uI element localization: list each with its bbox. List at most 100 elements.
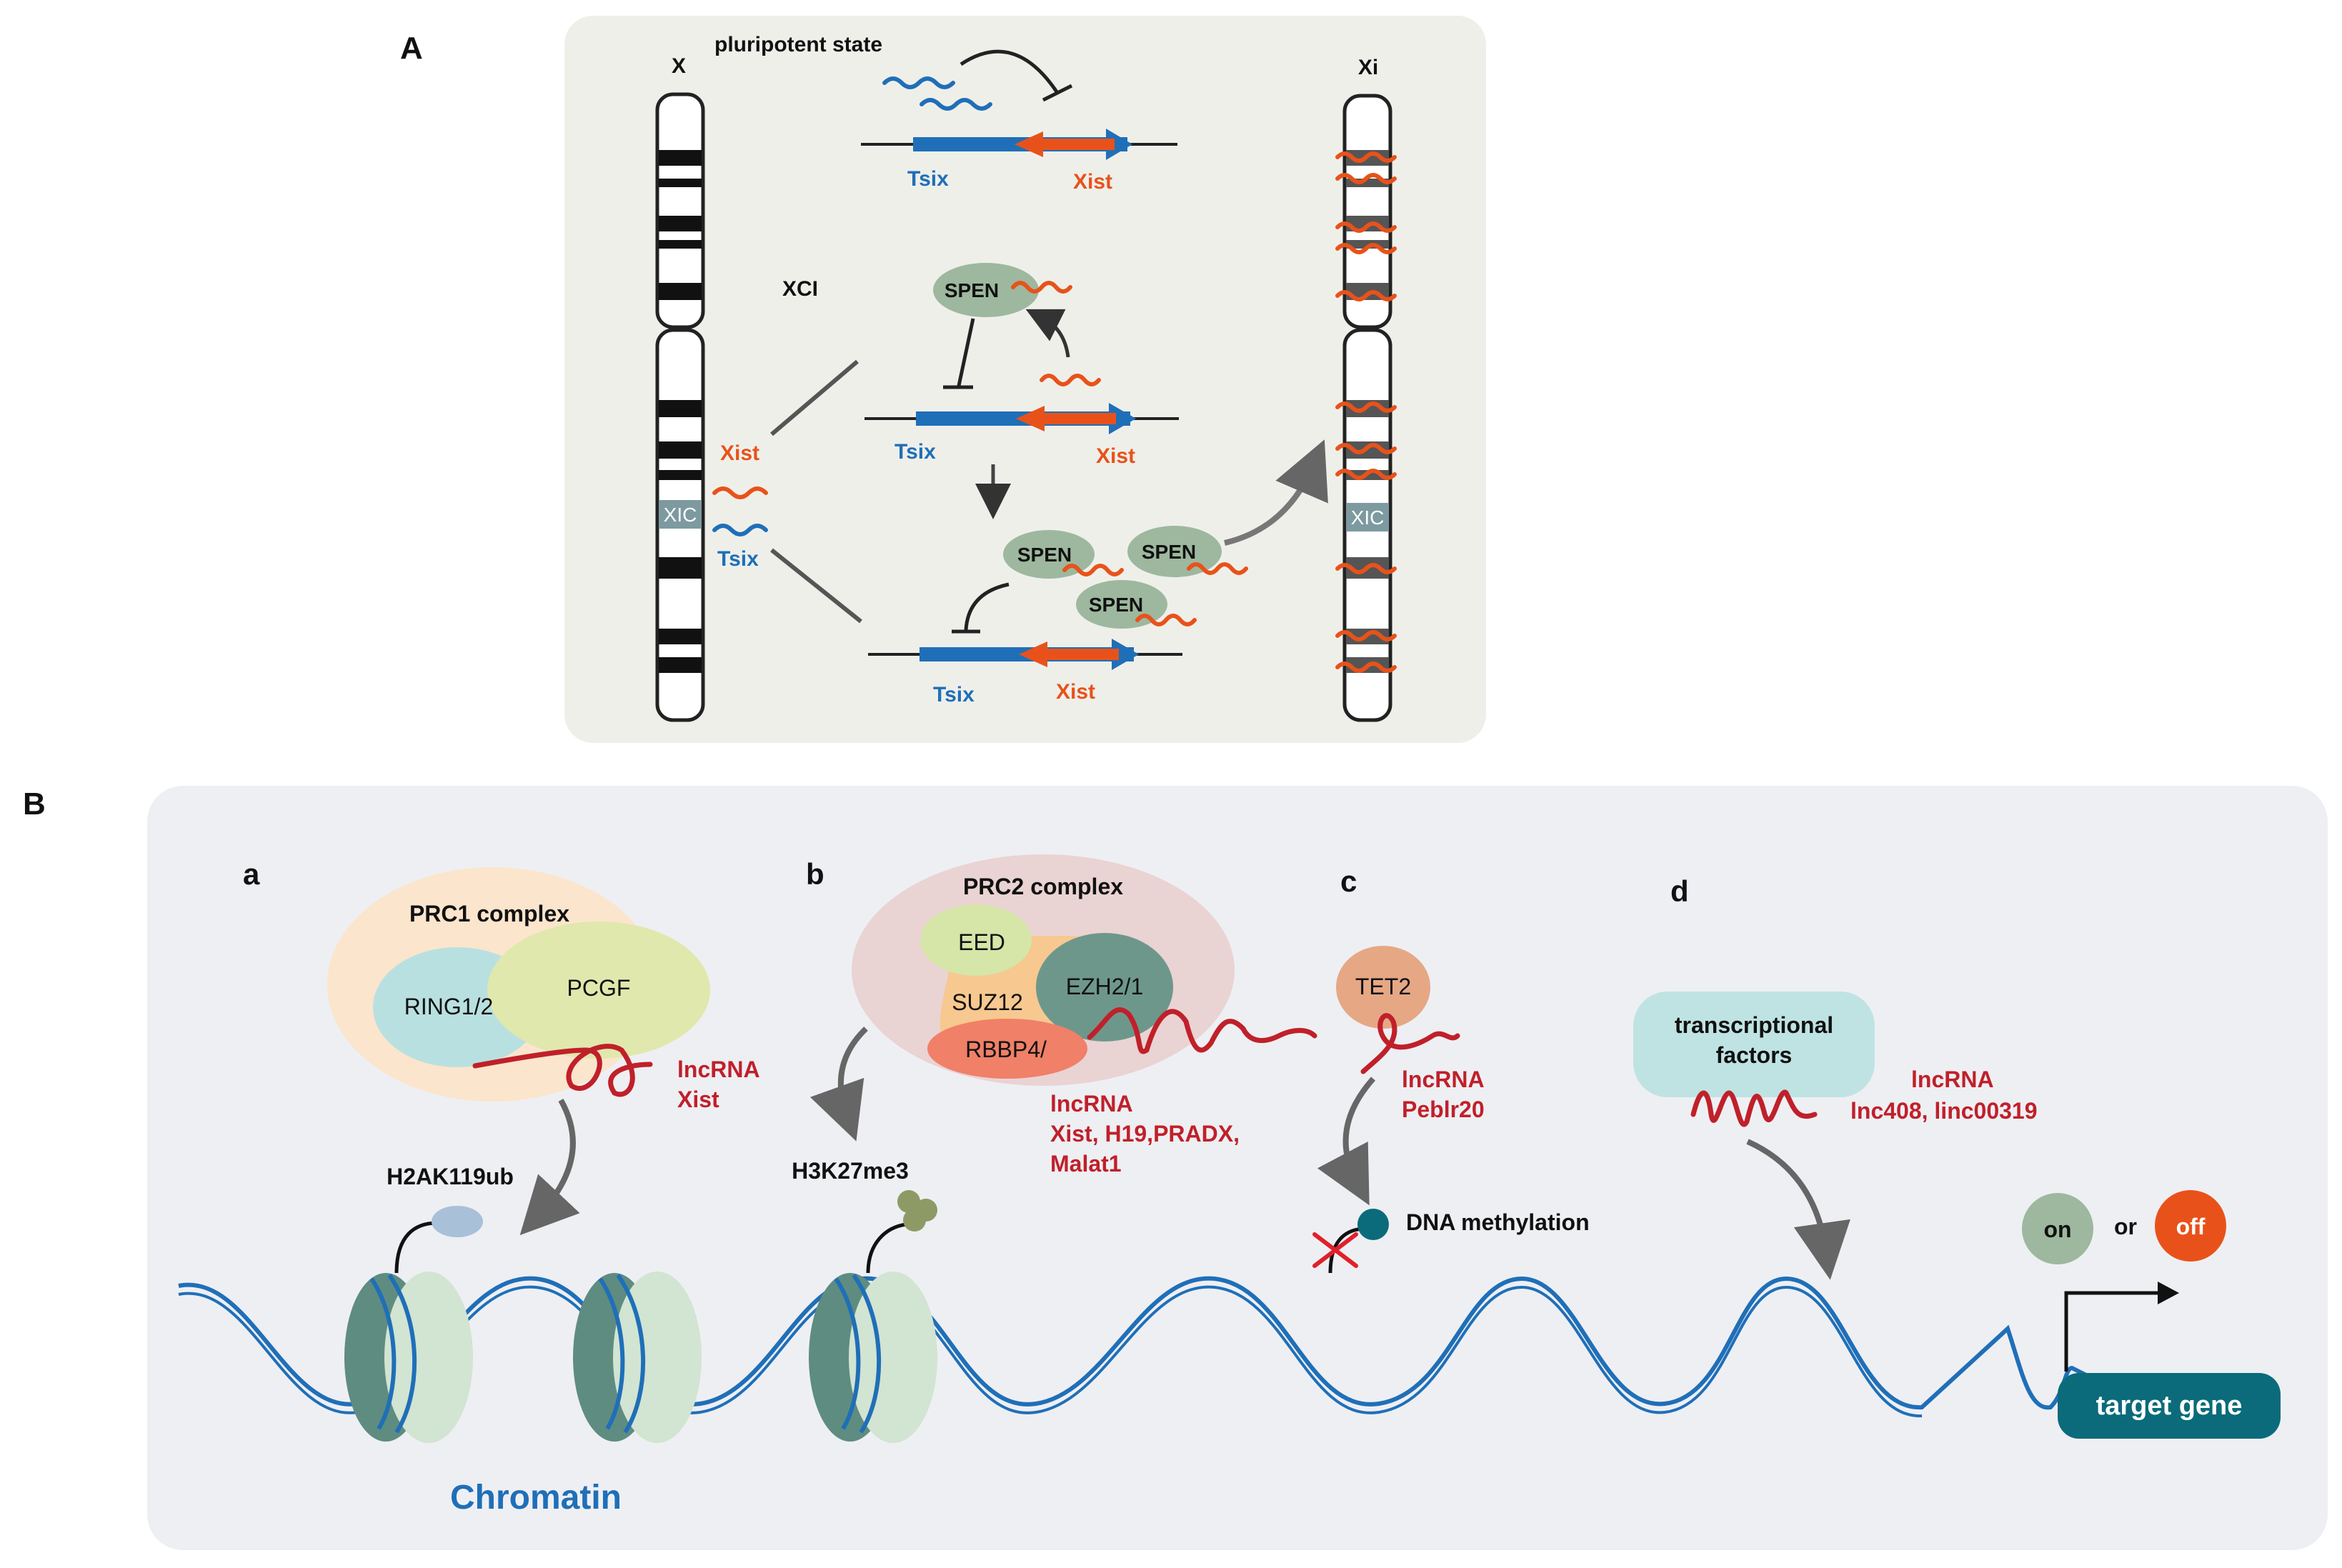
tf-lncrna-label-2: lnc408, linc00319 [1850,1098,2038,1124]
target-gene-box [2058,1373,2281,1439]
tsix-arrowhead-2 [1109,403,1136,434]
tsix-label-2: Tsix [895,440,936,464]
prc1-lncrna-label-1: lncRNA [677,1057,760,1082]
spen-label-1: SPEN [945,279,999,301]
panel-b: B Chromatin [23,786,2328,1550]
spen-inhibit-line [957,318,975,386]
h2ak119ub-label: H2AK119ub [387,1164,514,1189]
prc1-lncrna [472,1044,653,1097]
spen-bound-xist-1 [1011,281,1072,294]
prc2-lncrna-label-3: Malat1 [1050,1151,1122,1177]
inhibition-bar-1 [1042,84,1073,102]
panel-a-background [564,16,1486,743]
h2ak119ub-tail [394,1221,438,1274]
prc1-lncrna-label-2: Xist [677,1087,719,1112]
dna-methylation-mark [1357,1209,1389,1240]
tet2-label: TET2 [1355,974,1411,999]
subpanel-b: b PRC2 complex EED SUZ12 EZH2/1 RBBP4/ l… [792,854,1317,1274]
eed-shape [920,904,1032,976]
tsix-label-3: Tsix [933,683,975,706]
transcription-factors-label-2: factors [1716,1042,1793,1068]
on-state-icon [2022,1193,2093,1264]
panel-b-letter: B [23,787,46,822]
spen-label-2: SPEN [1017,544,1072,566]
spen-bound-xist-3 [1187,562,1248,575]
dna-methylation-label: DNA methylation [1406,1209,1590,1235]
tet2-lncrna-label-1: lncRNA [1402,1067,1485,1092]
prc2-arrow [809,1027,868,1142]
transcription-factors-label-1: transcriptional [1675,1012,1833,1038]
xi-chromosome: XIC [1335,94,1397,722]
dna-methylation-tail [1328,1227,1364,1274]
xist-arrowhead-2 [1016,406,1045,431]
gene-locus-xci-upper: SPEN Tsix Xist [864,263,1179,519]
prc2-lncrna-label-2: Xist, H19,PRADX, [1050,1121,1240,1147]
dna-strand-1 [178,1276,2088,1410]
x-xic-region [659,500,702,529]
tsix-label-1: Tsix [907,167,949,191]
on-label: on [2043,1217,2071,1242]
xi-chromosome-label: Xi [1358,56,1378,79]
ezh21-label: EZH2/1 [1066,974,1143,999]
xist-label-1: Xist [1073,170,1112,194]
subpanel-c: c TET2 lncRNA Peblr20 DNA methylation [1312,864,1590,1274]
h3k27me3-mark [897,1190,937,1232]
tf-lncrna [1690,1089,1818,1127]
gene-locus-pluripotent: Tsix Xist [861,49,1177,194]
spen-label-4: SPEN [1089,594,1143,616]
subpanel-b-letter: b [806,857,824,891]
prc1-complex-label: PRC1 complex [409,901,569,927]
tf-lncrna-label-1: lncRNA [1911,1067,1994,1092]
inhibition-arc-1 [960,49,1060,94]
spen-inhibit-arc-2 [964,582,1010,631]
h2ak119ub-mark [432,1206,483,1237]
tsix-rna-1b [920,98,992,111]
spen-label-3: SPEN [1142,541,1196,563]
subpanel-c-letter: c [1340,864,1357,898]
branch-line-upper [770,359,859,436]
nucleosome-2 [613,1272,702,1443]
demethylation-cross-icon [1312,1232,1358,1268]
pcgf-shape [487,922,710,1059]
subpanel-d-letter: d [1670,874,1689,908]
nucleosome-dna-wraps [369,1274,882,1434]
ezh21-shape [1036,933,1173,1042]
tet2-shape [1336,946,1430,1029]
prc2-lncrna [1087,1007,1317,1054]
spen-bound-xist-2 [1062,564,1124,576]
x-chromosome: XIC [655,92,705,722]
xci-label: XCI [782,277,818,301]
xist-label-3: Xist [1056,680,1095,704]
xi-xic-region [1346,503,1389,531]
branch-line-lower [770,548,862,624]
x-xist-label: Xist [720,441,759,465]
panel-a: A pluripotent state X Xi XCI XIC [400,16,1486,743]
xi-coating-xist-rna [1335,151,1397,673]
h3k27me3-tail [866,1222,907,1274]
subpanel-a: a PRC1 complex RING1/2 PCGF lncRNA Xist … [243,857,760,1274]
chromatin-label: Chromatin [450,1479,622,1517]
or-label: or [2114,1214,2137,1239]
nucleosome-3 [849,1272,937,1443]
xist-arrowhead-3 [1019,641,1047,667]
prc1-arrow [519,1099,580,1236]
pcgf-label: PCGF [567,975,631,1001]
tet2-lncrna-label-2: Peblr20 [1402,1097,1485,1122]
spen-bound-xist-4 [1135,614,1197,626]
eed-label: EED [958,929,1005,955]
tet2-lncrna [1360,1013,1460,1074]
xist-label-2: Xist [1096,444,1135,468]
dna-helix [178,1272,2088,1443]
spen-protein-1 [933,263,1039,317]
xi-xic-label: XIC [1351,506,1385,529]
tss-arrow [2064,1291,2161,1372]
x-xic-label: XIC [664,504,697,526]
rbbp4-label: RBBP4/ [965,1037,1047,1062]
tss-arrowhead [2158,1282,2179,1304]
tsix-arrowhead-3 [1112,639,1139,670]
tet2-arrow [1317,1077,1375,1206]
prc2-lncrna-label-1: lncRNA [1050,1091,1133,1117]
tsix-rna-1a [882,76,955,89]
x-chromosome-bands [659,150,702,673]
x-chromosome-label: X [672,54,686,78]
